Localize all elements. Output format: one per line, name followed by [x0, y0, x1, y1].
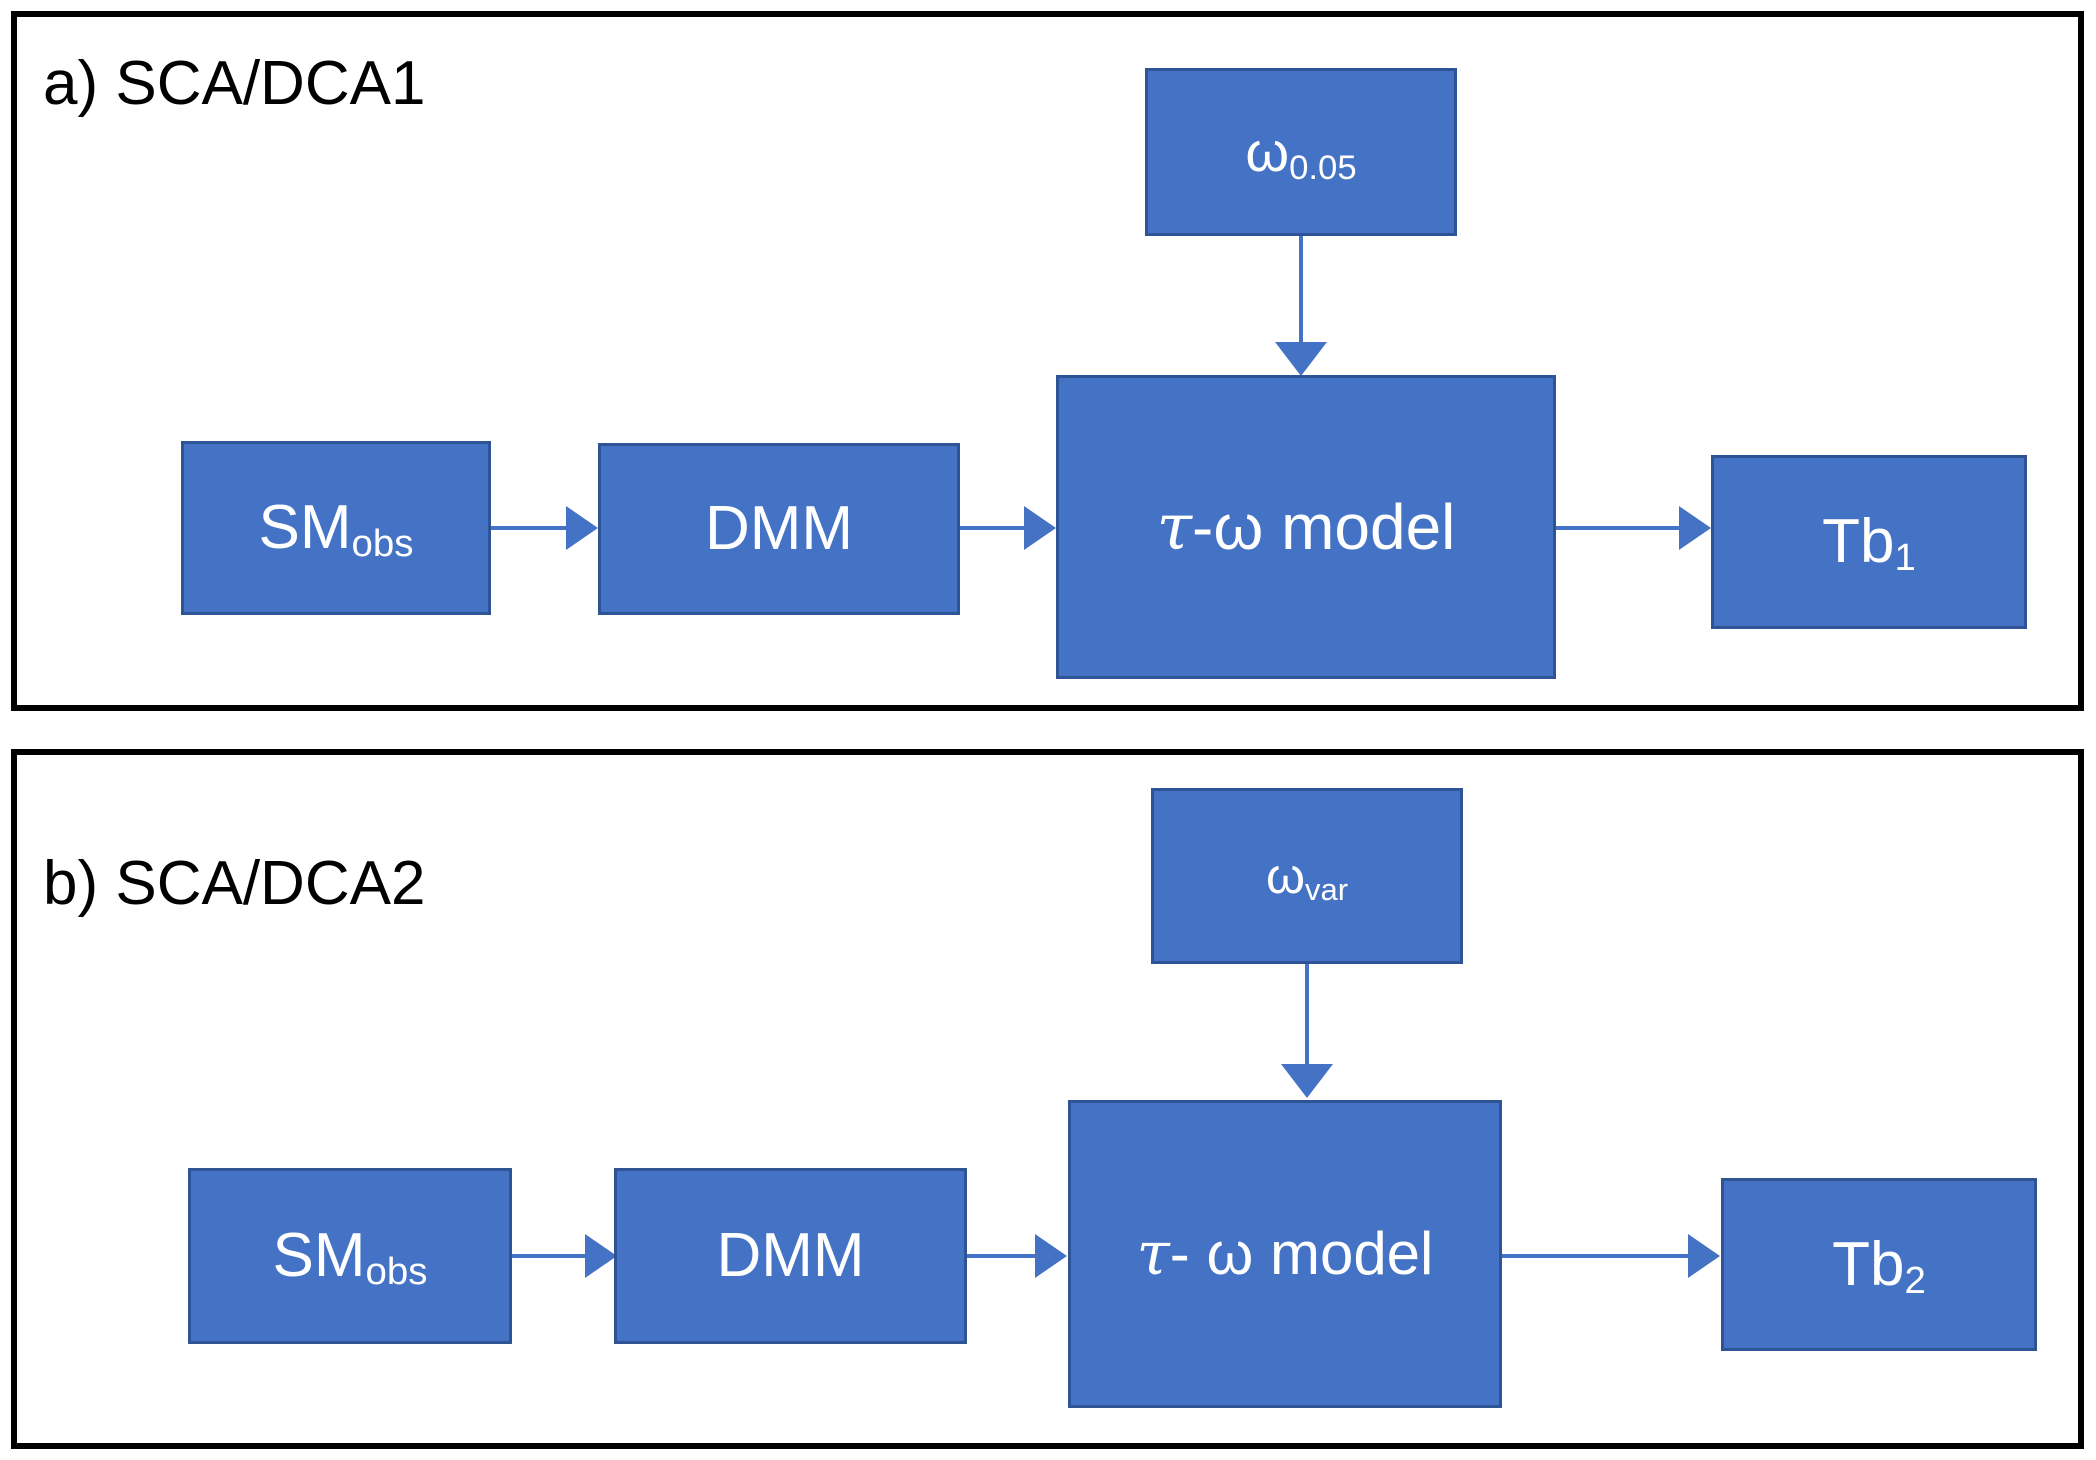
node-tau-omega-model[interactable]: τ-ω model [1056, 375, 1556, 679]
node-tau-omega-model-label: τ-ω model [1156, 490, 1456, 565]
edge-model-to-output-line [1556, 526, 1681, 530]
node-dmm[interactable]: DMM [598, 443, 960, 615]
edge-dmm-to-model-line [960, 526, 1026, 530]
node-brightness-temperature-2-label: Tb2 [1832, 1229, 1926, 1302]
node-omega-variable[interactable]: ωvar [1151, 788, 1463, 964]
node-tau-omega-model-label: τ- ω model [1136, 1219, 1434, 1289]
node-dmm[interactable]: DMM [614, 1168, 967, 1344]
edge-omega-to-model-line [1305, 964, 1309, 1070]
node-brightness-temperature-2[interactable]: Tb2 [1721, 1178, 2037, 1351]
edge-dmm-to-model-arrowhead [1024, 506, 1056, 550]
edge-sm-to-dmm-line [512, 1254, 587, 1258]
node-dmm-label: DMM [704, 494, 854, 563]
edge-sm-to-dmm-arrowhead [566, 506, 598, 550]
node-soil-moisture-obs-label: SMobs [272, 1221, 428, 1294]
panel-sca-dca2: b) SCA/DCA2 ωvar SMobs DMM τ- ω model [11, 749, 2084, 1449]
node-brightness-temperature-1-label: Tb1 [1822, 507, 1916, 580]
node-brightness-temperature-1[interactable]: Tb1 [1711, 455, 2027, 629]
panel-b-title: b) SCA/DCA2 [43, 849, 426, 918]
node-soil-moisture-obs[interactable]: SMobs [188, 1168, 512, 1344]
node-omega-variable-label: ωvar [1265, 848, 1349, 907]
edge-omega-to-model-arrowhead [1281, 1064, 1333, 1098]
panel-a-title: a) SCA/DCA1 [43, 49, 426, 118]
edge-model-to-output-arrowhead [1679, 506, 1711, 550]
node-soil-moisture-obs-label: SMobs [258, 493, 414, 566]
edge-dmm-to-model-line [967, 1254, 1037, 1258]
node-dmm-label: DMM [716, 1221, 865, 1290]
edge-sm-to-dmm-line [491, 526, 568, 530]
node-tau-omega-model[interactable]: τ- ω model [1068, 1100, 1502, 1408]
edge-omega-to-model-arrowhead [1275, 342, 1327, 376]
edge-omega-to-model-line [1299, 236, 1303, 348]
node-omega-fixed[interactable]: ω0.05 [1145, 68, 1457, 236]
edge-sm-to-dmm-arrowhead [585, 1234, 617, 1278]
edge-dmm-to-model-arrowhead [1035, 1234, 1067, 1278]
edge-model-to-output-line [1502, 1254, 1690, 1258]
edge-model-to-output-arrowhead [1688, 1234, 1720, 1278]
node-omega-fixed-label: ω0.05 [1245, 120, 1357, 187]
panel-sca-dca1: a) SCA/DCA1 ω0.05 SMobs DMM τ-ω model [11, 11, 2084, 711]
node-soil-moisture-obs[interactable]: SMobs [181, 441, 491, 615]
